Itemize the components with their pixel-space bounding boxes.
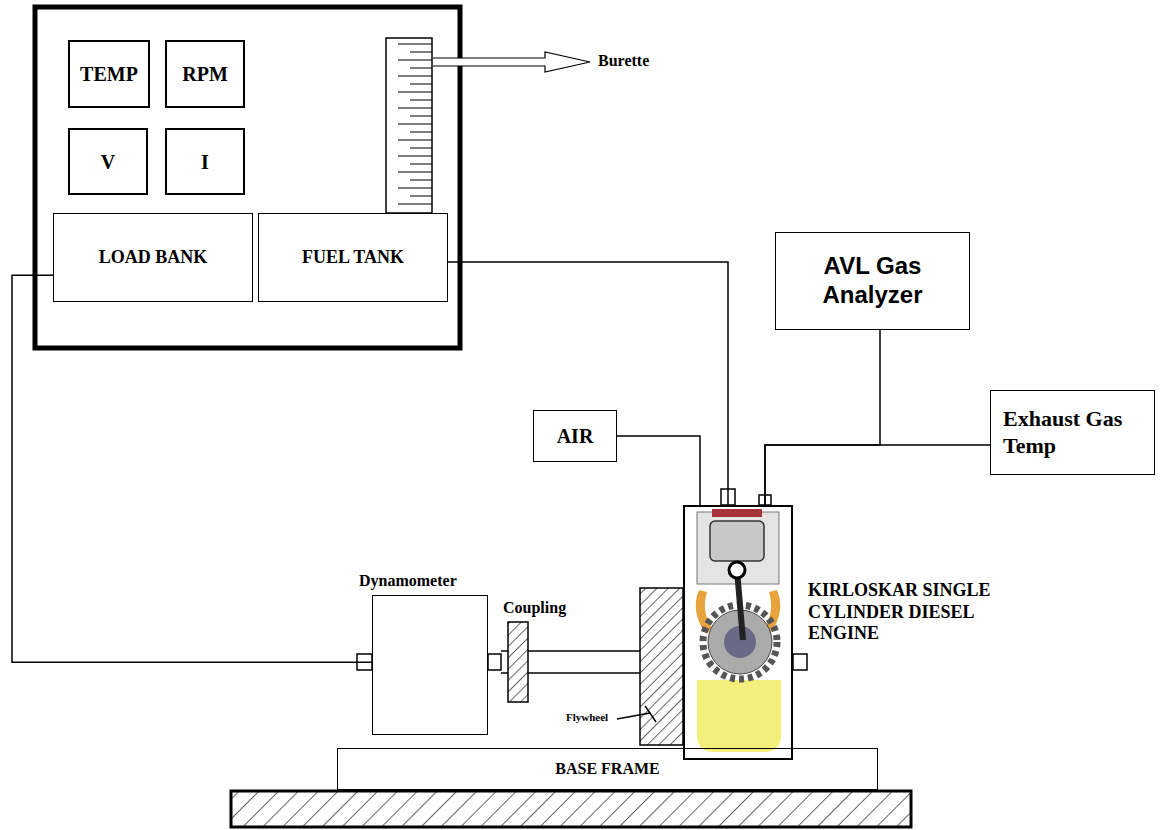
shaft-stub bbox=[793, 654, 807, 670]
box-label: LOAD BANK bbox=[99, 247, 208, 269]
box-label: BASE FRAME bbox=[555, 759, 659, 778]
box-label: V bbox=[101, 150, 115, 174]
pointer-arrow bbox=[433, 52, 590, 72]
dynamometer-box: Dynamometer bbox=[372, 595, 488, 735]
leader-line bbox=[617, 706, 656, 722]
display-box: V bbox=[68, 128, 148, 195]
part-label: Burette bbox=[598, 51, 649, 70]
part-label: Flywheel bbox=[566, 711, 608, 724]
connector-line bbox=[765, 445, 990, 505]
fuel-tank-box: FUEL TANK bbox=[258, 213, 448, 302]
connector-line bbox=[12, 275, 372, 662]
ground-hatch bbox=[231, 791, 911, 827]
burette-scale bbox=[386, 38, 432, 213]
box-label: RPM bbox=[182, 62, 228, 86]
base-frame: BASE FRAME bbox=[337, 748, 878, 790]
engine-box: KIRLOSKAR SINGLE CYLINDER DIESEL ENGINE bbox=[683, 505, 793, 760]
coupling-symbol bbox=[508, 622, 528, 702]
box-label: I bbox=[201, 150, 209, 174]
box-label: AVL Gas Analyzer bbox=[798, 252, 948, 310]
connector-line bbox=[765, 330, 880, 505]
part-heading: Dynamometer bbox=[359, 571, 509, 590]
shaft-stub bbox=[488, 654, 501, 670]
exhaust-temp-box: Exhaust Gas Temp bbox=[990, 390, 1155, 475]
box-label: AIR bbox=[557, 424, 594, 448]
display-box: RPM bbox=[165, 40, 245, 108]
part-heading: KIRLOSKAR SINGLE CYLINDER DIESEL ENGINE bbox=[808, 580, 1008, 645]
control-panel bbox=[35, 7, 460, 348]
analyzer-box: AVL Gas Analyzer bbox=[775, 232, 970, 330]
load-bank-box: LOAD BANK bbox=[53, 213, 253, 302]
box-label: FUEL TANK bbox=[302, 247, 404, 269]
box-label: TEMP bbox=[80, 62, 138, 86]
display-box: I bbox=[165, 128, 245, 195]
flywheel-symbol bbox=[640, 588, 683, 745]
connector-line bbox=[448, 262, 728, 505]
label-anchor: Flywheel bbox=[566, 711, 608, 724]
part-label: Coupling bbox=[503, 598, 566, 617]
connector-line bbox=[617, 436, 700, 505]
label-anchor: Burette bbox=[598, 51, 649, 70]
box-label: Exhaust Gas Temp bbox=[1003, 406, 1143, 459]
engine-illustration bbox=[696, 509, 781, 752]
display-box: TEMP bbox=[68, 40, 150, 108]
label-anchor: Coupling bbox=[503, 598, 566, 617]
air-box: AIR bbox=[533, 410, 617, 462]
